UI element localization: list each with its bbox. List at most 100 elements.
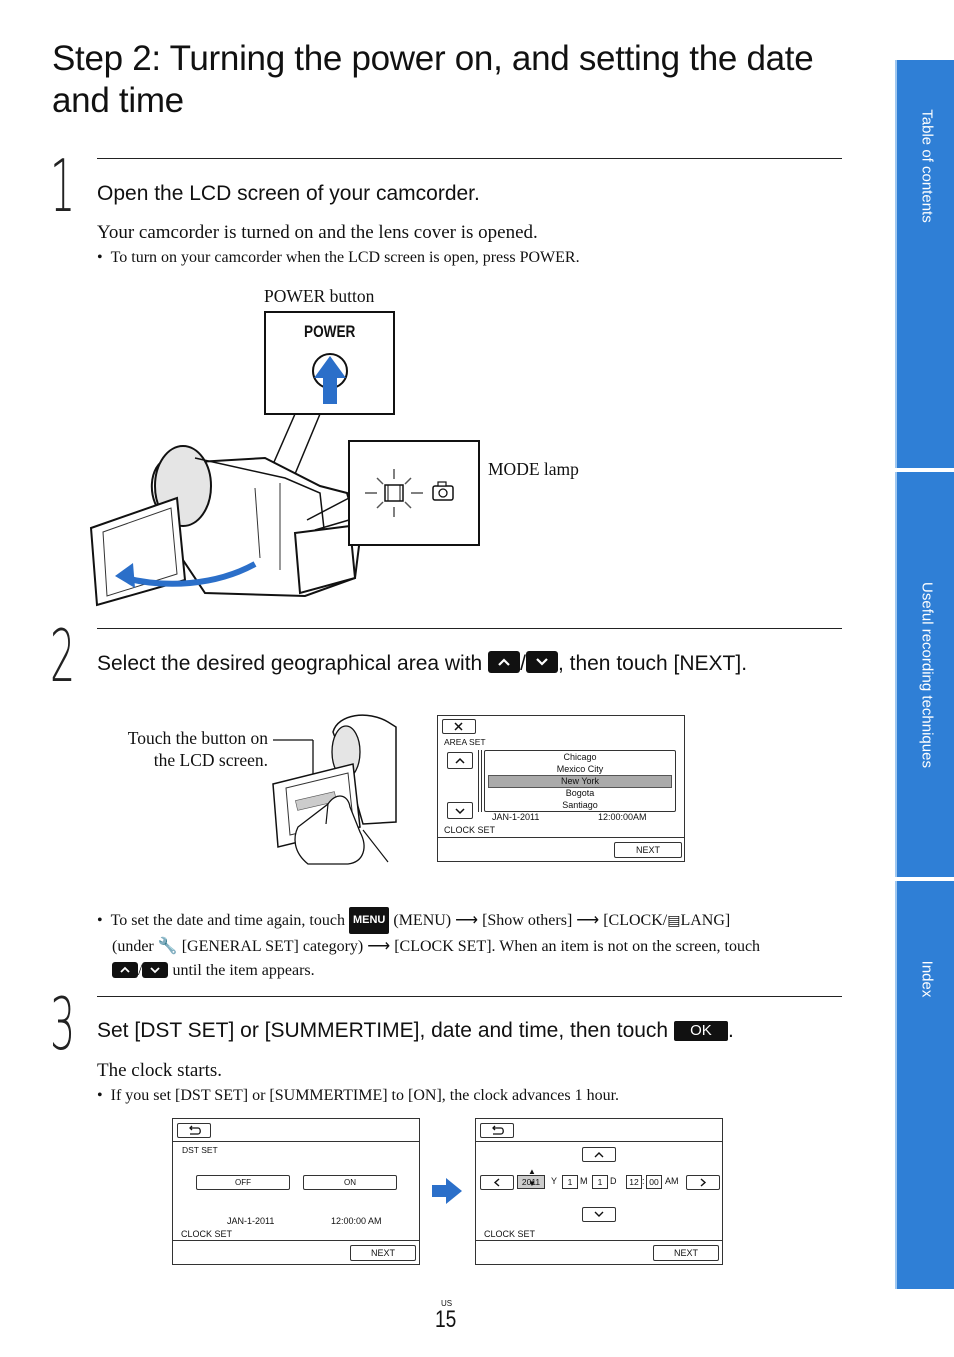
increment-button[interactable]	[582, 1147, 616, 1162]
decrement-button[interactable]	[582, 1207, 616, 1222]
year-unit: Y	[551, 1176, 558, 1186]
tab-useful-recording-techniques[interactable]: Useful recording techniques	[895, 472, 954, 877]
step-1-rule	[97, 158, 842, 159]
bullet-text: [CLOCK SET]. When an item is not on the …	[394, 937, 761, 955]
clock-set-label: CLOCK SET	[181, 1229, 233, 1239]
next-button[interactable]: NEXT	[614, 842, 682, 858]
language-icon: ▤	[667, 914, 681, 929]
clock-set-label: CLOCK SET	[444, 825, 496, 835]
up-arrow-icon	[112, 962, 138, 978]
city-item[interactable]: Chicago	[563, 752, 597, 762]
power-label: POWER	[304, 322, 356, 341]
step-3-heading: Set [DST SET] or [SUMMERTIME], date and …	[97, 1019, 734, 1043]
hour-field[interactable]: 12	[626, 1175, 642, 1189]
page-title: Step 2: Turning the power on, and settin…	[52, 39, 814, 120]
arrow-right-icon	[432, 1178, 462, 1204]
down-arrow-icon	[525, 651, 558, 673]
step-3-bullet: • If you set [DST SET] or [SUMMERTIME] t…	[97, 1087, 620, 1104]
ok-icon: OK	[673, 1021, 728, 1041]
menu-icon: MENU	[348, 907, 390, 934]
arrow-right-icon: ⟶	[576, 912, 600, 929]
bullet-text: LANG]	[680, 912, 731, 929]
back-icon	[189, 1125, 201, 1135]
chevron-up-icon	[594, 1152, 604, 1158]
heading-text: Set [DST SET] or [SUMMERTIME], date and …	[97, 1019, 669, 1042]
tab-label: Index	[918, 960, 935, 998]
bullet-text: If you set [DST SET] or [SUMMERTIME] to …	[110, 1087, 620, 1104]
ok-icon-label: OK	[690, 1022, 712, 1039]
city-item-selected[interactable]: New York	[560, 776, 600, 786]
heading-text: .	[727, 1019, 734, 1042]
back-icon	[492, 1125, 504, 1135]
down-arrow-icon	[142, 962, 169, 978]
back-button[interactable]	[480, 1123, 514, 1138]
area-set-screen: AREA SET Chicago Mexico City New York Bo…	[437, 715, 685, 862]
screen-divider	[476, 1240, 722, 1241]
date-readout: JAN-1-2011	[492, 812, 540, 822]
dst-on-button[interactable]: ON	[303, 1175, 397, 1190]
month-field[interactable]: 1	[562, 1175, 578, 1189]
screen-divider	[173, 1141, 419, 1142]
touch-illustration	[272, 714, 397, 865]
chevron-left-icon	[493, 1178, 500, 1187]
clock-set-label: CLOCK SET	[484, 1229, 536, 1239]
bullet-text: until the item appears.	[172, 962, 315, 979]
bullet-text: [Show others]	[482, 912, 573, 929]
wrench-icon: 🔧	[157, 937, 178, 955]
scroll-down-button[interactable]	[447, 802, 473, 819]
arrow-right-icon: ⟶	[455, 912, 479, 929]
ampm-label: AM	[665, 1176, 679, 1186]
next-button[interactable]: NEXT	[350, 1245, 416, 1261]
step-1-heading: Open the LCD screen of your camcorder.	[97, 182, 480, 205]
hour-value: 12	[629, 1177, 639, 1187]
clock-set-screen: 2011 ▲▼ Y 1 M 1 D 12 : 00 AM CLOCK SET N…	[475, 1118, 723, 1265]
day-field[interactable]: 1	[592, 1175, 608, 1189]
scroll-up-button[interactable]	[447, 752, 473, 769]
back-button[interactable]	[177, 1123, 211, 1138]
tab-index[interactable]: Index	[895, 881, 954, 1289]
close-icon	[454, 722, 463, 731]
date-readout: JAN-1-2011	[227, 1216, 275, 1226]
tab-label: Useful recording techniques	[918, 581, 935, 768]
city-item[interactable]: Bogota	[565, 788, 595, 798]
scrollbar[interactable]	[478, 750, 482, 812]
chevron-right-icon	[700, 1178, 707, 1187]
next-field-button[interactable]	[686, 1175, 720, 1190]
time-separator: :	[642, 1176, 645, 1186]
power-button-callout: POWER button	[264, 286, 375, 306]
step-1-bullet: • To turn on your camcorder when the LCD…	[97, 249, 580, 266]
selected-city-highlight	[488, 775, 672, 788]
step-2-number: 2	[50, 614, 76, 698]
step-1-number: 1	[50, 144, 76, 228]
year-field[interactable]: 2011	[517, 1175, 545, 1189]
page-region: US	[441, 1299, 453, 1308]
chevron-down-icon	[455, 808, 465, 815]
step-3-body: The clock starts.	[97, 1060, 223, 1081]
year-value: 2011	[521, 1177, 541, 1187]
bullet-text: To set the date and time again, touch	[110, 912, 345, 929]
step-2-rule	[97, 628, 842, 629]
tab-table-of-contents[interactable]: Table of contents	[895, 60, 954, 468]
chevron-up-icon	[455, 757, 465, 764]
heading-text: , then touch [NEXT].	[557, 652, 748, 675]
day-value: 1	[597, 1177, 603, 1187]
screen-divider	[173, 1240, 419, 1241]
prev-field-button[interactable]	[480, 1175, 514, 1190]
page-number: 15	[435, 1306, 457, 1333]
mode-lamp-callout: MODE lamp	[488, 459, 579, 479]
menu-icon-label: MENU	[352, 914, 386, 926]
step-3-rule	[97, 996, 842, 997]
bullet-text: To turn on your camcorder when the LCD s…	[110, 249, 580, 266]
dst-off-button[interactable]: OFF	[196, 1175, 290, 1190]
city-item[interactable]: Santiago	[562, 800, 598, 810]
minute-field[interactable]: 00	[646, 1175, 662, 1189]
time-readout: 12:00:00AM	[598, 812, 647, 822]
area-set-label: AREA SET	[444, 737, 486, 747]
city-item[interactable]: Mexico City	[556, 764, 604, 774]
screen-divider	[476, 1141, 722, 1142]
close-button[interactable]	[442, 719, 476, 734]
next-button[interactable]: NEXT	[653, 1245, 719, 1261]
dst-set-screen: DST SET OFF ON JAN-1-2011 12:00:00 AM CL…	[172, 1118, 420, 1265]
bullet-text: (under	[112, 937, 154, 955]
bullet-text: [GENERAL SET] category)	[181, 937, 364, 955]
